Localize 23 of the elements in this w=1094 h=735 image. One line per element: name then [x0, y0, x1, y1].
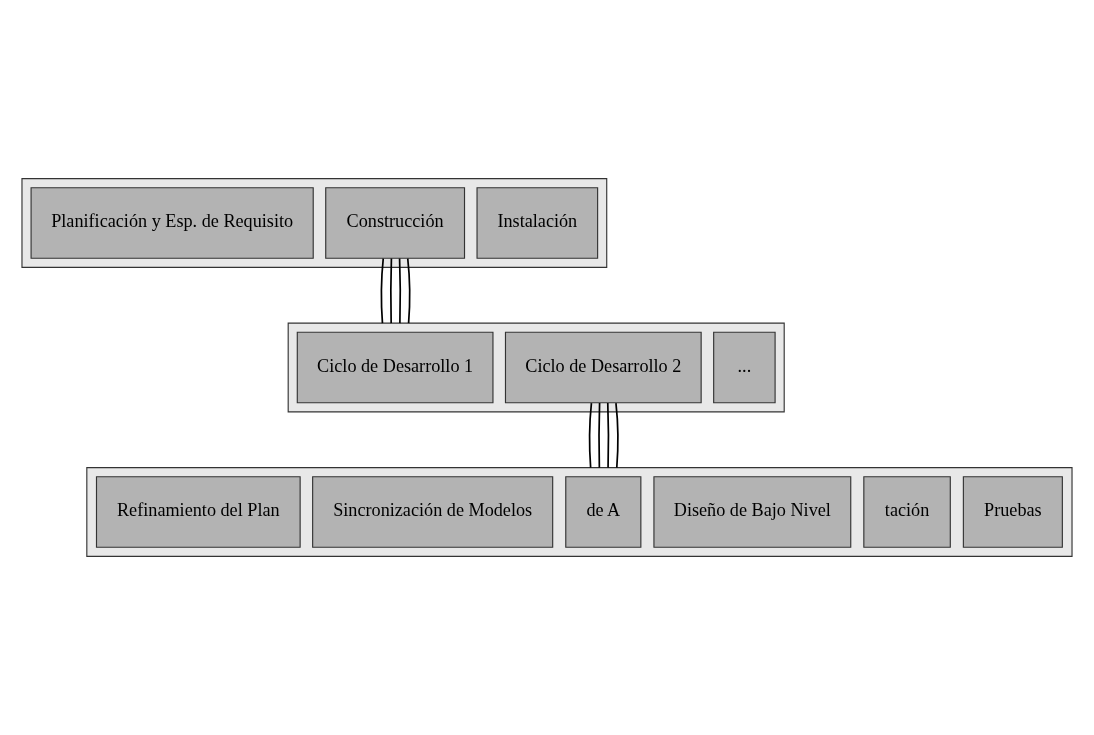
connector	[615, 402, 619, 469]
node-box: Construcción	[325, 187, 466, 259]
cluster	[21, 178, 608, 268]
node-box: ...	[713, 331, 776, 404]
node-box: Diseño de Bajo Nivel	[653, 476, 852, 548]
node-box: Pruebas	[962, 476, 1063, 548]
cluster	[287, 322, 785, 413]
node-box: Refinamiento del Plan	[95, 476, 301, 548]
cluster	[86, 467, 1073, 557]
connector	[606, 402, 610, 469]
connector	[406, 257, 411, 324]
node-box: Instalación	[476, 187, 599, 259]
node-box: de A	[565, 476, 642, 548]
node-box: Ciclo de Desarrollo 2	[504, 331, 702, 404]
node-box: Ciclo de Desarrollo 1	[296, 331, 494, 404]
node-box: Sincronización de Modelos	[312, 476, 554, 548]
node-box: tación	[863, 476, 951, 548]
node-box: Planificación y Esp. de Requisito	[30, 187, 314, 259]
connector	[588, 402, 593, 469]
connector	[598, 402, 601, 469]
connector	[390, 257, 393, 324]
connector	[380, 257, 385, 324]
connector	[398, 257, 402, 324]
